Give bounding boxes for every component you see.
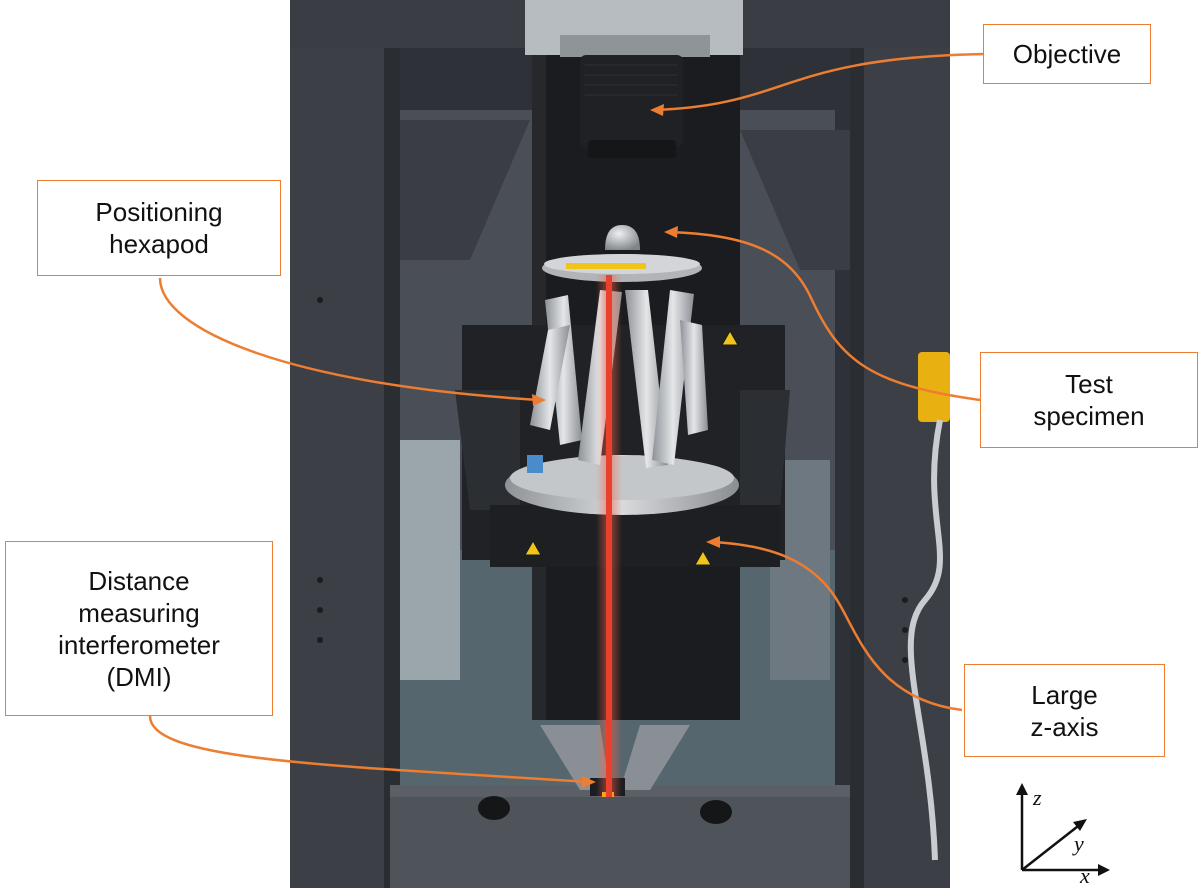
callout-arrowheads [532,104,720,788]
base-hole-right [700,800,732,824]
blue-sticker [527,455,543,473]
cable-right [907,419,943,861]
label-specimen-line-1: Test [1065,369,1113,399]
zaxis-block-right [640,505,780,567]
label-dmi-line-2: measuring [78,597,200,628]
label-hexapod-line-2: hexapod [109,229,209,259]
objective-flange [560,35,710,57]
label-specimen-line-2: specimen [1033,401,1145,431]
machine-base [390,785,850,888]
stage-wing-right [740,390,790,510]
frame-brace-right [740,130,850,270]
frame-post-left [290,40,400,888]
frame-post-left-edge [384,40,400,888]
label-zaxis-line-1: Large [1031,679,1098,710]
label-hexapod-line-1: Positioning [95,197,223,227]
axis-label-x: x [1079,863,1090,885]
base-hole-left [478,796,510,820]
stage-wing-left [455,390,520,510]
laser-beam [606,275,612,797]
frame-post-right-edge [850,40,864,888]
label-objective-line-1: Objective [1012,39,1122,69]
callout-lines [148,52,985,784]
dmi-mount-right [620,725,690,790]
frame-bolts [317,297,908,663]
coordinate-axes: z y x [1016,783,1110,885]
label-large-z-axis: Large z-axis [964,664,1165,757]
axis-label-y: y [1072,831,1084,856]
label-objective: Objective [983,24,1151,84]
caution-box [918,352,950,422]
caution-strip [566,263,646,269]
label-dmi-line-4: (DMI) [106,661,172,692]
axis-label-z: z [1032,785,1042,810]
label-test-specimen: Test specimen [980,352,1198,448]
objective-knurl [585,64,678,96]
label-dmi-line-1: Distance [88,565,190,596]
objective-tip [588,140,676,158]
specimen-dome [605,225,640,250]
back-panel-left [400,440,460,680]
label-zaxis-line-2: z-axis [1030,711,1099,742]
objective-lens-body [580,55,683,147]
dmi-mount [540,725,610,790]
label-positioning-hexapod: Positioning hexapod [37,180,281,276]
label-dmi-line-3: interferometer [58,629,220,660]
label-dmi: Distance measuring interferometer (DMI) [5,541,273,716]
frame-brace-left [400,120,530,260]
